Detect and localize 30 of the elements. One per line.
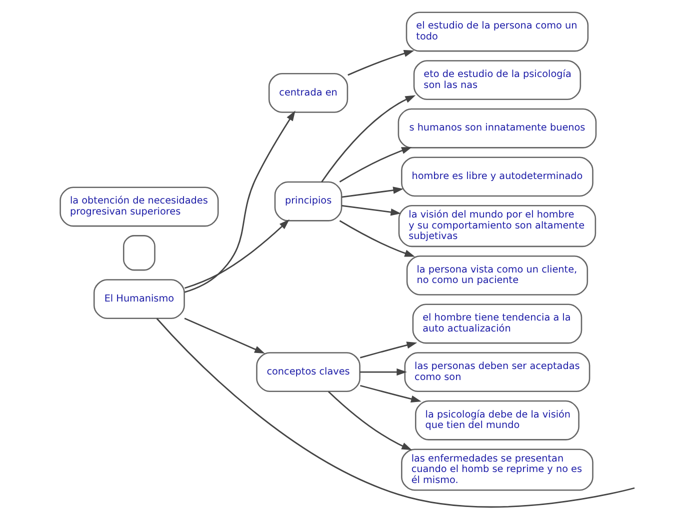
arrow (348, 50, 414, 76)
node-box: la visión del mundo por el hombre y su comportamiento son altamente subjetivas (398, 205, 596, 248)
node-box: el estudio de la persona como un todo (406, 12, 589, 52)
arrow (184, 318, 265, 354)
arrow (342, 186, 404, 198)
node-box: el hombre tiene tendencia a la auto actualización (412, 304, 582, 344)
arrow (360, 368, 407, 376)
connector (156, 318, 635, 508)
arrow (184, 219, 290, 289)
arrow (339, 220, 416, 257)
node-box: la psicología debe de la visión que tien del mundo (414, 400, 580, 440)
node-box: s humanos son innatamente buenos (398, 108, 597, 148)
node-box: las personas deben ser aceptadas como son (404, 352, 590, 392)
node-box: principios (274, 181, 342, 222)
arrow (360, 342, 418, 358)
node-box: las enfermedades se presentan cuando el homb se reprime y no es él mismo. (401, 448, 594, 491)
node-box: hombre es libre y autodeterminado (401, 156, 594, 197)
arrow (328, 391, 412, 450)
node-box: eto de estudio de la psicología son las nas (413, 60, 582, 100)
node-box (122, 235, 156, 271)
node-box: la obtención de necesidades progresivan superiores (60, 186, 219, 227)
node-box: conceptos claves (256, 352, 360, 392)
node-box: la persona vista como un cliente, no como un paciente (406, 255, 588, 296)
arrow (321, 95, 416, 182)
node-box: El Humanismo (93, 279, 185, 320)
arrow (342, 204, 402, 216)
arrow (360, 384, 422, 402)
node-box: centrada en (268, 72, 348, 113)
arrow (339, 147, 412, 182)
arrow (184, 110, 296, 293)
